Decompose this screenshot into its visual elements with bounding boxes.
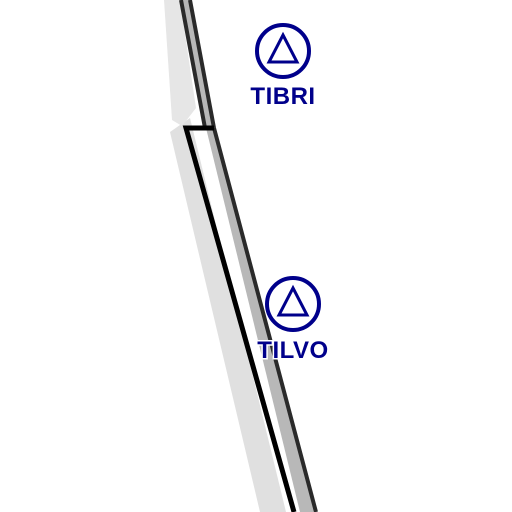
waypoint-label-tibri: TIBRI [250, 83, 315, 110]
route-boundary-line [182, 125, 297, 512]
route-corridor [164, 0, 318, 512]
route-shadow [170, 118, 286, 512]
triangle-icon [276, 284, 310, 317]
route-upper-edge-left [179, 0, 207, 129]
triangle-in-circle-icon [265, 276, 321, 332]
triangle-icon [266, 31, 300, 64]
route-shadow-upper [164, 0, 196, 126]
waypoint-tilvo[interactable]: TILVO [256, 276, 330, 366]
route-lower-edge-right [212, 127, 318, 512]
triangle-in-circle-icon [255, 23, 311, 79]
waypoint-tibri[interactable]: TIBRI [249, 23, 317, 112]
waypoint-label-tilvo: TILVO [257, 337, 328, 364]
route-upper-edge-right [188, 0, 216, 129]
